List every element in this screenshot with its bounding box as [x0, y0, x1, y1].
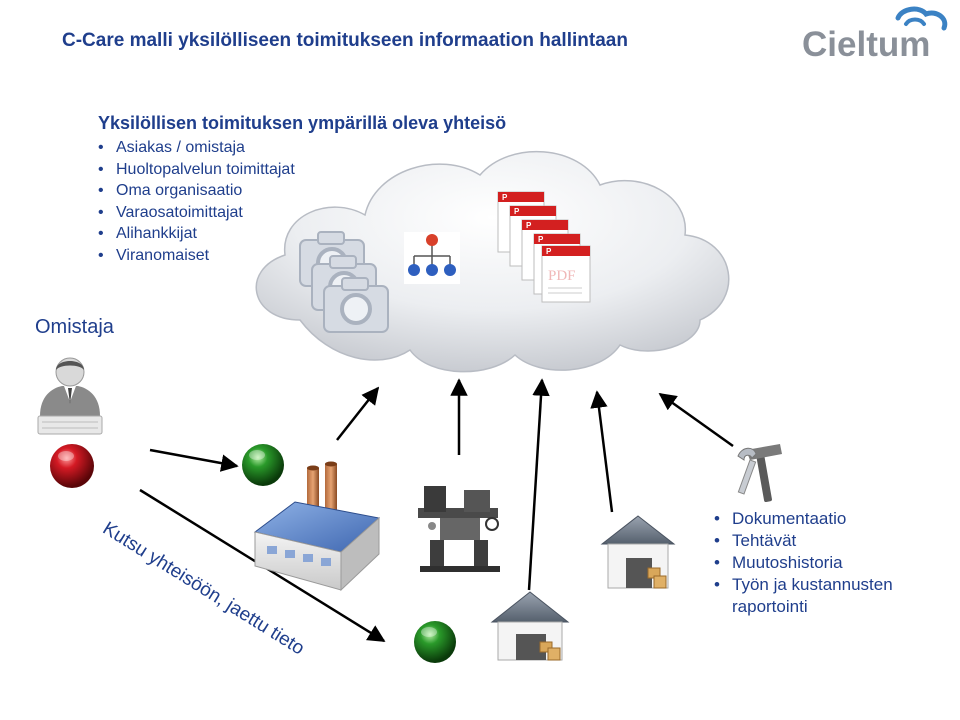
features-list-block: Dokumentaatio Tehtävät Muutoshistoria Ty… [714, 508, 954, 618]
list-item: Varaosatoimittajat [98, 202, 658, 224]
user-avatar-icon [37, 357, 103, 435]
arrow-factory-to-cloud [336, 386, 380, 441]
machine-tool-icon [410, 478, 506, 574]
list-item: Viranomaiset [98, 245, 658, 267]
logo-text: Cieltum [802, 25, 930, 64]
pdf-text: PDF [548, 268, 576, 284]
list-item: Alihankkijat [98, 223, 658, 245]
arrow-warehouse-to-cloud [527, 378, 550, 591]
arrow-house-to-cloud [590, 390, 614, 513]
warehouse-icon [600, 515, 676, 589]
warehouse-icon [490, 591, 570, 661]
page-title: C-Care malli yksilölliseen toimitukseen … [62, 30, 628, 51]
cieltum-logo: Cieltum [802, 6, 948, 64]
green-ball-icon [242, 444, 284, 486]
owner-label: Omistaja [35, 316, 114, 338]
features-list: Dokumentaatio Tehtävät Muutoshistoria Ty… [714, 508, 954, 618]
list-item: Muutoshistoria [714, 552, 954, 574]
community-list: Asiakas / omistaja Huoltopalvelun toimit… [98, 137, 658, 266]
list-item: Asiakas / omistaja [98, 137, 658, 159]
tools-icon [737, 444, 782, 502]
list-item: Dokumentaatio [714, 508, 954, 530]
list-item: Tehtävät [714, 530, 954, 552]
green-ball-icon [414, 621, 456, 663]
arrow-tools-to-cloud [658, 392, 734, 448]
factory-icon [253, 461, 381, 592]
list-item: Huoltopalvelun toimittajat [98, 159, 658, 181]
community-heading: Yksilöllisen toimituksen ympärillä oleva… [98, 113, 507, 133]
red-ball-icon [50, 444, 94, 488]
list-item: Työn ja kustannusten raportointi [714, 574, 954, 618]
list-item: Oma organisaatio [98, 180, 658, 202]
arrow-owner-to-green [149, 448, 239, 472]
community-list-block: Yksilöllisen toimituksen ympärillä oleva… [98, 113, 658, 266]
